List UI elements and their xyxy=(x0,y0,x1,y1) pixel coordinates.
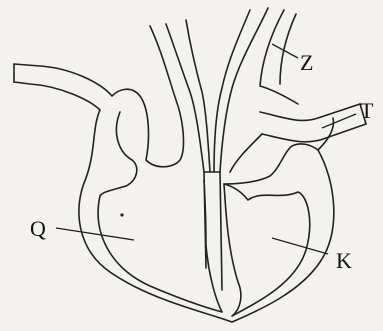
left-inner-vessel xyxy=(100,112,137,196)
aorta-left-wall xyxy=(166,24,204,172)
septum xyxy=(204,172,222,290)
aorta-inner-left xyxy=(186,20,210,172)
left-chamber-wall xyxy=(98,180,222,312)
right-chamber-wall xyxy=(224,184,310,316)
left-atrium-wall xyxy=(14,82,100,178)
t-leader xyxy=(322,114,356,128)
small-dot xyxy=(120,213,123,216)
vessel-right-wall xyxy=(220,8,268,172)
t-vessel-lower xyxy=(262,124,366,142)
q-leader xyxy=(56,228,134,240)
z-vessel xyxy=(260,10,298,104)
label-k: K xyxy=(336,248,352,273)
left-vessel-lower xyxy=(14,26,183,167)
k-leader xyxy=(272,238,328,254)
label-z: Z xyxy=(300,50,313,75)
label-q: Q xyxy=(30,216,46,241)
label-t: T xyxy=(360,98,374,123)
